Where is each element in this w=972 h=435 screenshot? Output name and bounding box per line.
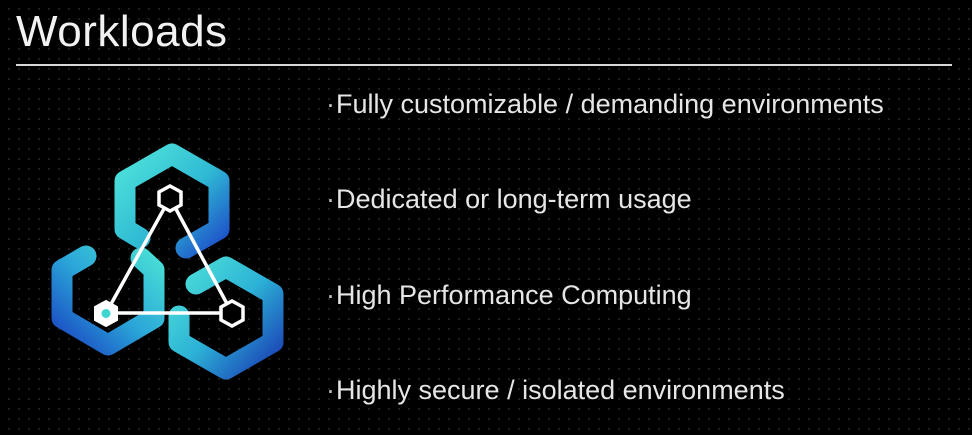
bullet-item: ·Highly secure / isolated environments (326, 370, 785, 410)
hexagon-network-logo-icon (51, 143, 284, 380)
bullet-marker: · (326, 89, 335, 119)
bullet-marker: · (326, 375, 335, 405)
bullet-text: Highly secure / isolated environments (336, 375, 785, 405)
bullet-item: ·Dedicated or long-term usage (326, 179, 692, 219)
bullet-text: Fully customizable / demanding environme… (336, 89, 884, 119)
bullet-text: Dedicated or long-term usage (336, 184, 692, 214)
bullet-item: ·Fully customizable / demanding environm… (326, 84, 884, 124)
bullet-marker: · (326, 280, 335, 310)
bullet-marker: · (326, 184, 335, 214)
title-divider (16, 64, 952, 66)
bullet-text: High Performance Computing (336, 280, 692, 310)
bullet-item: ·High Performance Computing (326, 275, 692, 315)
slide-title: Workloads (16, 7, 228, 56)
